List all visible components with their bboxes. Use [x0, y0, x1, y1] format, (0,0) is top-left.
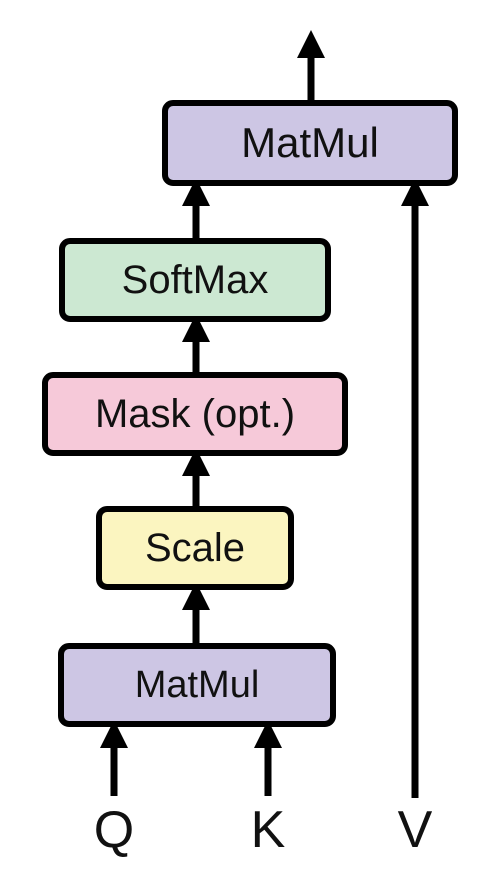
input-v-label: V: [397, 801, 433, 859]
matmul-bottom-block: MatMul: [58, 643, 336, 727]
input-q-label: Q: [93, 801, 135, 859]
scale-block: Scale: [96, 506, 294, 590]
mask-block: Mask (opt.): [42, 372, 348, 456]
input-k-label: K: [250, 801, 286, 859]
matmul-top-block: MatMul: [162, 100, 458, 186]
softmax-block: SoftMax: [59, 238, 331, 322]
